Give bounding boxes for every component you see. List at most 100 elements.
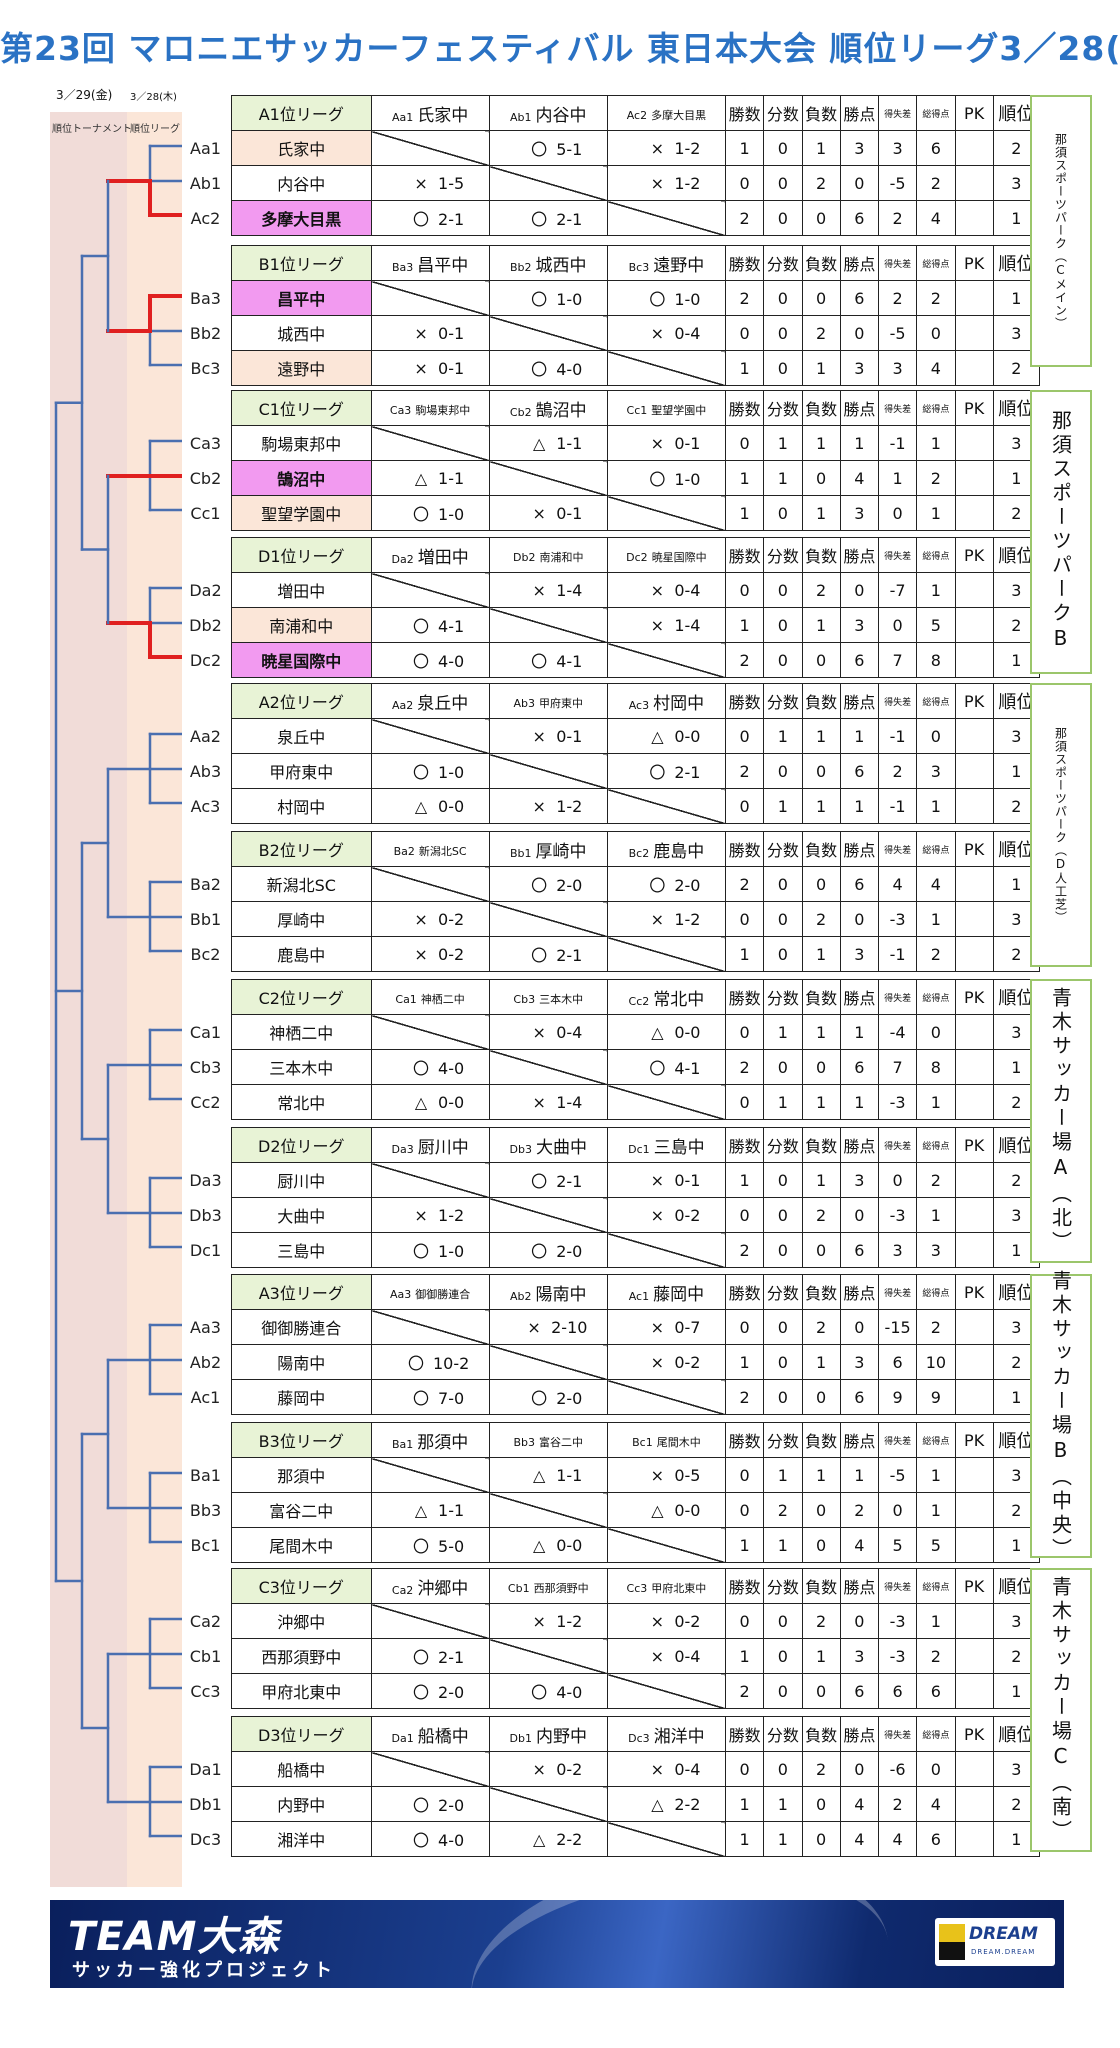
stat-header: 得失差 (877, 979, 918, 1015)
stat-value: 0 (763, 165, 803, 201)
stat-value: 4 (839, 1527, 880, 1563)
match-score: 2-2 (674, 1794, 701, 1814)
match-score: 2-0 (438, 1683, 465, 1702)
match-result: △2-2 (488, 1821, 608, 1857)
team-name: 南浦和中 (231, 607, 372, 643)
opponent-code: Cc2 (628, 994, 650, 1008)
stat-value: 0 (763, 495, 803, 531)
stat-value: 0 (839, 315, 880, 351)
dream-logo: DREAM DREAM.DREAM (935, 1918, 1055, 1966)
stat-value: 6 (839, 280, 880, 316)
match-score: 2-1 (674, 763, 701, 782)
team-name: 甲府東中 (231, 753, 372, 789)
match-score: 2-1 (556, 210, 583, 229)
result-symbol: △ (533, 1535, 546, 1555)
venue-text: 那須スポーツパーク（Cメイン） (1053, 132, 1068, 330)
stat-value: 2 (877, 280, 918, 316)
stat-value: 0 (916, 1751, 956, 1787)
stat-value: 0 (724, 1492, 765, 1528)
opponent-name: 尾間木中 (656, 1435, 701, 1449)
match-score: 0-1 (674, 1170, 701, 1190)
opponent-code: Db3 (509, 1142, 532, 1156)
result-symbol: × (414, 173, 428, 193)
opponent-name: 沖郷中 (417, 1578, 469, 1599)
stat-value: 2 (916, 936, 956, 972)
opponent-name: 暁星国際中 (651, 550, 707, 564)
match-score: 1-5 (438, 173, 465, 193)
team-name: 三本木中 (231, 1049, 372, 1085)
stat-header: 負数 (801, 831, 841, 867)
stat-header: 勝数 (724, 1716, 765, 1752)
opponent-name: 湘洋中 (653, 1726, 705, 1747)
self-match-cell (370, 1457, 490, 1493)
stat-header: 総得点 (916, 683, 956, 719)
stat-value: 4 (839, 1786, 880, 1822)
stat-value: 4 (916, 866, 956, 902)
stat-header: 負数 (801, 1274, 841, 1310)
match-score: 0-0 (438, 1092, 465, 1112)
stat-value: 1 (839, 1084, 880, 1120)
team-name: 暁星国際中 (231, 642, 372, 678)
stat-value: 3 (877, 130, 918, 166)
team-code: Ac2 (182, 200, 232, 236)
opponent-name: 増田中 (417, 547, 469, 568)
stat-value: 1 (724, 1162, 765, 1198)
stat-header: PK (954, 1422, 994, 1458)
result-symbol: 〇 (413, 763, 430, 782)
result-symbol: 〇 (413, 1059, 430, 1078)
stat-value: 6 (916, 1673, 956, 1709)
team-code: Aa3 (182, 1309, 232, 1345)
result-symbol: 〇 (413, 1389, 430, 1408)
match-score: 0-0 (674, 1500, 701, 1520)
match-result: ×0-4 (606, 315, 727, 351)
stat-value: 0 (801, 753, 841, 789)
stat-header: 勝点 (839, 1716, 880, 1752)
stat-header: 得失差 (877, 1274, 918, 1310)
match-score: 0-1 (438, 358, 465, 378)
header-spacer (182, 1127, 232, 1163)
stat-value: 2 (916, 165, 956, 201)
team-code: Da1 (182, 1751, 232, 1787)
stat-value: 0 (763, 280, 803, 316)
opponent-code: Db1 (509, 1731, 532, 1745)
opponent-code: Bc2 (628, 846, 650, 860)
stat-header: 負数 (801, 1716, 841, 1752)
stat-value: 2 (724, 200, 765, 236)
result-symbol: 〇 (407, 1354, 424, 1373)
team-code: Cc1 (182, 495, 232, 531)
stat-value: 3 (839, 350, 880, 386)
header-spacer (182, 95, 232, 131)
stat-value: 1 (724, 1527, 765, 1563)
match-score: 4-1 (556, 652, 583, 671)
stat-value: 0 (763, 1751, 803, 1787)
stat-value: 5 (877, 1527, 918, 1563)
stat-value (954, 1232, 994, 1268)
stat-value: 0 (763, 130, 803, 166)
match-result: ×0-1 (488, 495, 608, 531)
opponent-name: 氏家中 (417, 105, 469, 126)
stat-value: 0 (724, 165, 765, 201)
self-match-cell (488, 165, 608, 201)
team-code: Cb1 (182, 1638, 232, 1674)
result-symbol: × (527, 1317, 541, 1337)
match-result: ×0-4 (488, 1014, 608, 1050)
match-score: 7-0 (438, 1389, 465, 1408)
venue-label: 那須スポーツパーク（Cメイン） (1030, 95, 1092, 367)
match-score: 2-0 (674, 876, 701, 895)
stat-value: 2 (801, 1197, 841, 1233)
